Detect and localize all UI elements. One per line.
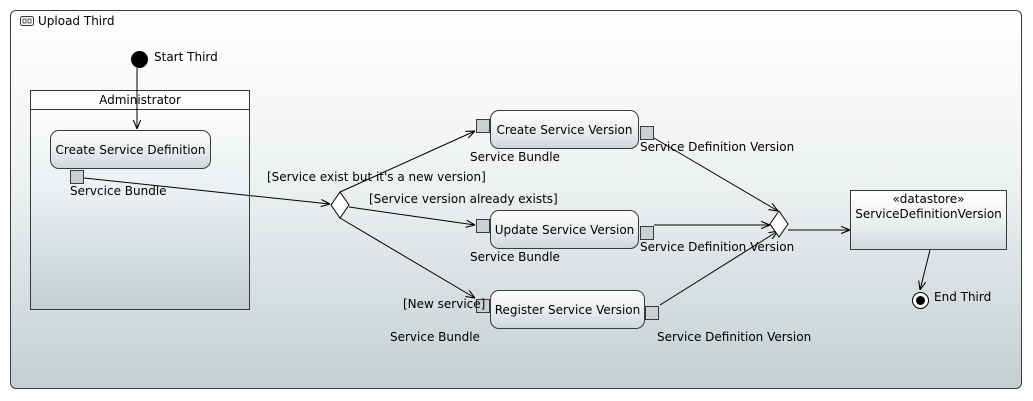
- initial-node: [131, 51, 148, 68]
- pin-update-input[interactable]: [476, 219, 490, 233]
- pin-label-update-input: Service Bundle: [470, 250, 560, 264]
- activity-title-text: Upload Third: [38, 14, 115, 28]
- edge-register-version-to-merge: [659, 231, 778, 306]
- edge-decision-to-update-version: [348, 206, 475, 225]
- final-node: [912, 292, 929, 309]
- action-label: Create Service Definition: [55, 142, 206, 157]
- action-label: Create Service Version: [496, 122, 633, 137]
- final-node-label: End Third: [934, 290, 992, 304]
- action-update-service-version[interactable]: Update Service Version: [490, 210, 639, 249]
- datastore-node[interactable]: «datastore» ServiceDefinitionVersion: [850, 190, 1007, 250]
- guard-new-version: [Service exist but it's a new version]: [267, 170, 486, 184]
- partition-name: Administrator: [31, 91, 249, 110]
- datastore-name: ServiceDefinitionVersion: [855, 207, 1002, 221]
- pin-label-create-input: Service Bundle: [470, 150, 560, 164]
- pin-create-output[interactable]: [640, 126, 654, 140]
- pin-register-output[interactable]: [645, 306, 659, 320]
- pin-label-register-input: Service Bundle: [390, 330, 480, 344]
- activity-title: Upload Third: [20, 14, 114, 28]
- pin-create-input[interactable]: [476, 119, 490, 133]
- edge-decision-to-register-version: [339, 217, 475, 298]
- edge-datastore-to-end: [920, 249, 931, 290]
- pin-label-register-output: Service Definition Version: [657, 330, 812, 344]
- action-label: Register Service Version: [494, 302, 641, 317]
- initial-node-label: Start Third: [154, 50, 218, 64]
- action-create-service-version[interactable]: Create Service Version: [490, 110, 639, 149]
- pin-update-output[interactable]: [640, 226, 654, 240]
- datastore-stereotype: «datastore»: [892, 192, 965, 206]
- edge-definition-to-decision: [83, 177, 330, 204]
- action-label: Update Service Version: [494, 222, 635, 237]
- edge-decision-to-create-version: [339, 131, 475, 193]
- pin-label-create-output: Service Definition Version: [640, 140, 795, 154]
- pin-label-update-output: Service Definition Version: [640, 240, 795, 254]
- action-register-service-version[interactable]: Register Service Version: [490, 290, 645, 329]
- edge-create-version-to-merge: [653, 137, 778, 211]
- pin-label-definition-output: Servcice Bundle: [70, 184, 167, 198]
- activity-icon: [20, 16, 34, 26]
- guard-version-exists: [Service version already exists]: [369, 192, 558, 206]
- decision-node: [330, 191, 350, 219]
- guard-new-service: [New service]: [403, 297, 486, 311]
- pin-register-input[interactable]: [476, 299, 490, 313]
- merge-node: [769, 210, 789, 238]
- action-create-service-definition[interactable]: Create Service Definition: [50, 130, 211, 169]
- pin-definition-output[interactable]: [70, 170, 84, 184]
